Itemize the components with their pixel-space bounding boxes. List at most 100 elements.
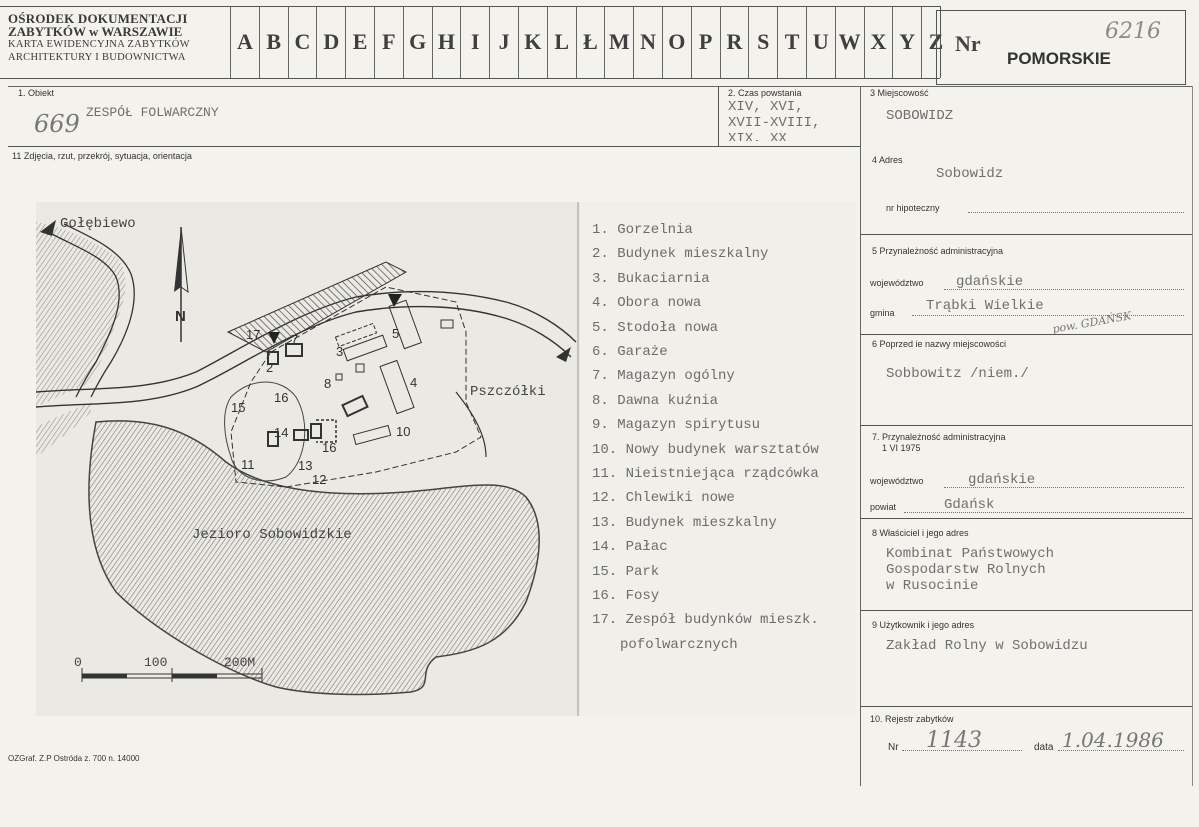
road-outline-south [36,305,572,408]
map-number-3: 3 [336,344,343,359]
building-10 [352,424,392,446]
building-8 [335,373,343,381]
map-number-2: 2 [266,360,273,375]
index-letter: B [258,6,288,78]
map-number-14: 14 [274,425,288,440]
map-number-16a: 16 [274,390,288,405]
lake-sobowidzkie [88,420,540,696]
object-number-handwritten: 669 [34,110,80,138]
legend-item: 17. Zespół budynków mieszk. [592,612,819,629]
period-line1: XIV, XVI, [728,99,804,115]
building-14 [310,423,322,439]
map-number-10: 10 [396,424,410,439]
index-letter: Y [892,6,921,78]
index-letter: Ł [575,6,605,78]
place-golebiewo: Gołębiewo [60,216,136,232]
field-11-label: 11 Zdjęcia, rzut, przekrój, sytuacja, or… [12,151,192,161]
former-names-value: Sobbowitz /niem./ [886,366,1029,382]
index-letter: F [373,6,403,78]
legend-item: 13. Budynek mieszkalny [592,514,777,531]
owner-line3: w Rusocinie [886,578,979,594]
scale-label-0: 0 [74,655,82,670]
mortgage-label: nr hipoteczny [886,203,940,213]
marker-arrow-5 [388,294,402,307]
building-5 [388,299,422,350]
index-letter: D [316,6,345,78]
index-letter: W [834,6,864,78]
building-9 [355,363,365,373]
scale-label-100: 100 [144,655,167,670]
map-number-4: 4 [410,375,417,390]
legend-item: 2. Budynek mieszkalny [592,246,769,263]
field-8-label: 8 Właściciel i jego adres [872,528,969,538]
county-note-handwritten: pow. GDAŃSK [1051,309,1133,336]
building-6 [440,319,454,329]
index-letter: C [287,6,317,78]
period-values: XIV, XVI, XVII-XVIII, XIX, XX [728,99,820,141]
card-type-line2: ARCHITEKTURY I BUDOWNICTWA [8,52,186,63]
legend-item: pofolwarcznych [620,636,738,653]
road-pszczolki [455,391,487,458]
index-letter: J [489,6,518,78]
legend-item: 6. Garaże [592,344,668,360]
map-number-8: 8 [324,376,331,391]
building-13 [267,431,279,447]
hatched-area-17 [226,261,408,353]
field-9-label: 9 Użytkownik i jego adres [872,620,975,630]
index-letter: L [546,6,576,78]
index-letter: H [431,6,461,78]
map-number-5: 5 [392,326,399,341]
lake-edge-west [36,402,91,457]
locality-value: SOBOWIDZ [886,108,954,124]
legend-item: 8. Dawna kuźnia [592,392,719,409]
legend-item: 15. Park [592,563,660,580]
building-17a [267,351,279,365]
scale-label-200: 200M [224,655,255,670]
owner-value: Kombinat Państwowych Gospodarstw Rolnych… [886,546,1054,594]
legend-item: 16. Fosy [592,588,660,604]
card-type-line1: KARTA EWIDENCYJNA ZABYTKÓW [8,39,190,50]
nr-handwritten: 6216 [1105,19,1161,44]
object-value: ZESPÓŁ FOLWARCZNY [86,105,219,120]
region-label: POMORSKIE [1007,49,1111,68]
map-number-11: 11 [241,457,255,472]
north-arrow-head-outline [180,226,189,294]
index-letter: M [604,6,633,78]
map-number-16b: 16 [322,440,336,455]
marker-arrow-17 [268,332,280,344]
field-10-label: 10. Rejestr zabytków [870,714,954,724]
period-line3: XIX, XX [728,131,787,141]
voivodeship-label: województwo [870,278,924,288]
legend-item: 14. Pałac [592,539,668,556]
place-lake: Jezioro Sobowidzkie [192,527,352,543]
index-letter: S [748,6,777,78]
map-number-15: 15 [231,400,245,415]
road-golebiewo-a [47,231,120,398]
voivodeship-1975-value: gdańskie [968,472,1036,488]
building-2 [285,343,303,357]
arrow-golebiewo [40,220,56,236]
map-number-12: 12 [312,472,326,487]
building-3 [342,334,388,362]
register-date-handwritten: 1.04.1986 [1062,728,1164,752]
voivodeship-value: gdańskie [956,274,1024,290]
commune-label: gmina [870,308,895,318]
owner-line1: Kombinat Państwowych [886,546,1055,562]
legend-item: 4. Obora nowa [592,295,702,312]
index-letter: P [690,6,720,78]
building-12 [293,429,309,441]
north-arrow-head [174,227,181,292]
field-1-label: 1. Obiekt [18,88,55,98]
map-number-7: 7 [291,332,298,347]
register-date-label: data [1034,742,1054,753]
legend-item: 11. Nieistniejąca rządcówka [592,466,819,482]
voivodeship-1975-label: województwo [870,476,924,486]
arrow-pszczolki [556,347,571,362]
index-letter: R [719,6,749,78]
legend-item: 12. Chlewiki nowe [592,490,735,507]
building-1 [334,322,378,348]
admin-date: 1 VI 1975 [882,443,921,453]
register-nr-label: Nr [888,742,899,753]
